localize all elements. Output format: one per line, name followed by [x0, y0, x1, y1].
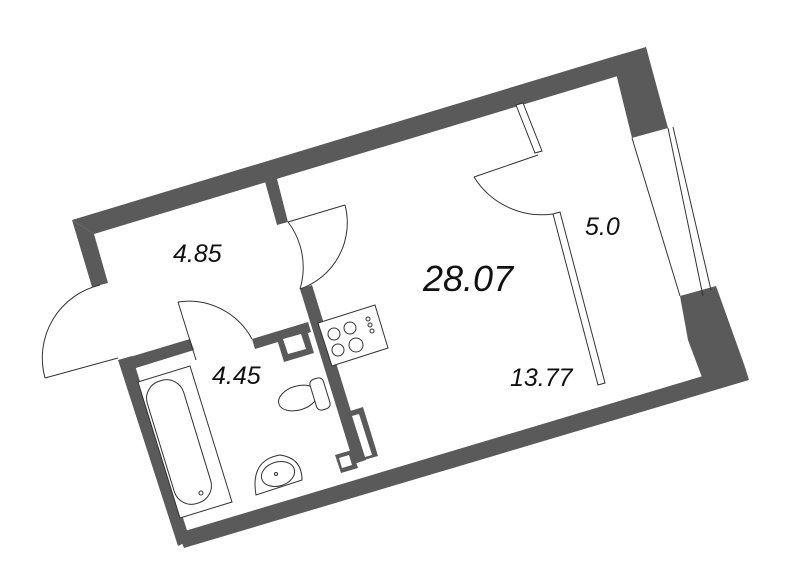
total-area: 28.07 — [423, 258, 514, 299]
bathroom-right-wall — [300, 285, 366, 464]
loggia-partition-top — [515, 102, 543, 154]
right-wall-lower — [680, 286, 745, 380]
living-door-arc — [287, 221, 304, 290]
room-area-loggia: 5.0 — [585, 213, 620, 241]
bathroom-door-leaf — [177, 301, 197, 361]
toilet — [278, 377, 331, 412]
window-line — [672, 126, 712, 291]
living-door-arc2 — [299, 204, 348, 290]
loggia-door-arc — [473, 176, 554, 216]
bathroom-door-arc — [177, 300, 253, 340]
entry-door-arc — [41, 284, 101, 379]
window-line — [667, 127, 704, 297]
room-area-living: 13.77 — [510, 364, 573, 392]
room-area-hallway: 4.85 — [173, 240, 222, 268]
right-wall-upper — [612, 47, 668, 138]
living-door-leaf — [287, 204, 346, 223]
bathtub — [137, 365, 233, 519]
bathroom-top-wall — [120, 339, 194, 371]
entry-door-leaf — [44, 357, 119, 379]
bottom-wall — [178, 367, 749, 548]
room-area-bathroom: 4.45 — [212, 362, 261, 390]
sink — [254, 454, 303, 496]
bathroom-left-wall — [118, 356, 190, 546]
loggia-line — [631, 137, 681, 297]
top-wall — [72, 57, 618, 234]
hall-partition-top — [264, 175, 288, 225]
loggia-partition — [552, 211, 606, 386]
stove — [317, 304, 389, 367]
entry-left-wall — [72, 220, 108, 287]
loggia-door-leaf — [473, 154, 539, 178]
